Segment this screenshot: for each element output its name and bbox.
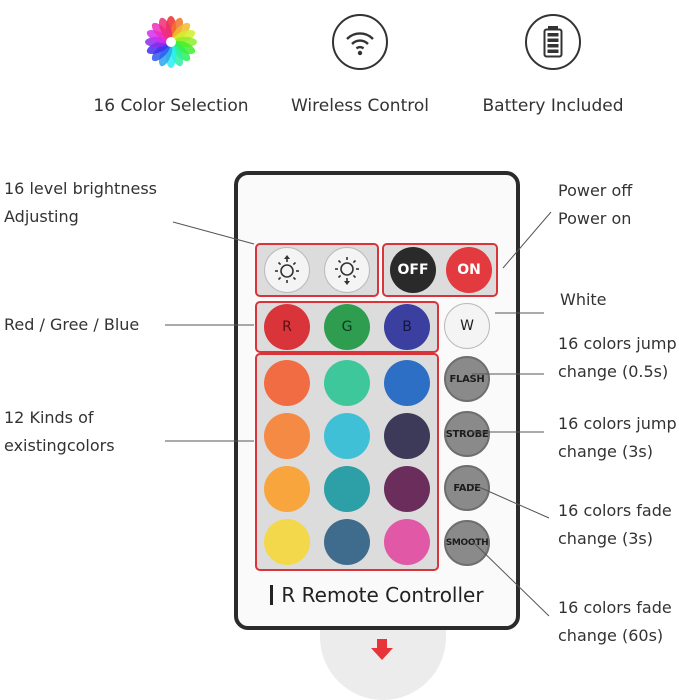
blue-button[interactable]: B xyxy=(384,304,430,350)
color-button[interactable] xyxy=(264,466,310,512)
color-button[interactable] xyxy=(384,413,430,459)
feature-label: Battery Included xyxy=(482,96,624,116)
callout-rgb: Red / Gree / Blue xyxy=(4,315,140,334)
strobe-button[interactable]: STROBE xyxy=(444,411,490,457)
color-button[interactable] xyxy=(384,519,430,565)
fade-button[interactable]: FADE xyxy=(444,465,490,511)
brightness-up-icon xyxy=(275,255,299,283)
callout-brightness: 16 level brightness Adjusting xyxy=(4,179,157,226)
remote-brand-label: R Remote Controller xyxy=(238,583,516,607)
callout-smooth: 16 colors fade change (60s) xyxy=(558,598,672,645)
green-button[interactable]: G xyxy=(324,304,370,350)
brightness-up-button[interactable] xyxy=(264,247,310,293)
callout-color-kinds: 12 Kinds of existingcolors xyxy=(4,408,115,455)
color-button[interactable] xyxy=(264,519,310,565)
brightness-down-button[interactable] xyxy=(324,247,370,293)
color-button[interactable] xyxy=(324,413,370,459)
callout-fade: 16 colors fade change (3s) xyxy=(558,501,672,548)
power-group: OFF ON xyxy=(382,243,498,297)
callout-flash: 16 colors jump change (0.5s) xyxy=(558,334,677,381)
color-button[interactable] xyxy=(264,360,310,406)
color-wheel-icon xyxy=(143,14,199,70)
brand-bar xyxy=(270,585,274,605)
callout-power: Power off Power on xyxy=(558,181,633,228)
color-button[interactable] xyxy=(324,360,370,406)
ir-remote: OFF ON R G B W FLASH STROBE FADE SMOOTH … xyxy=(234,171,520,630)
white-button[interactable]: W xyxy=(444,303,490,349)
brightness-group xyxy=(255,243,379,297)
power-on-button[interactable]: ON xyxy=(446,247,492,293)
red-button[interactable]: R xyxy=(264,304,310,350)
flash-button[interactable]: FLASH xyxy=(444,356,490,402)
wireless-icon xyxy=(332,14,388,70)
feature-wireless-control: Wireless Control xyxy=(275,14,445,116)
color-button[interactable] xyxy=(324,519,370,565)
feature-battery-included: Battery Included xyxy=(468,14,638,116)
callout-white: White xyxy=(560,290,607,309)
feature-color-selection: 16 Color Selection xyxy=(86,14,256,116)
smooth-button[interactable]: SMOOTH xyxy=(444,520,490,566)
color-button[interactable] xyxy=(384,466,430,512)
feature-label: Wireless Control xyxy=(291,96,429,116)
color-button[interactable] xyxy=(264,413,310,459)
battery-icon xyxy=(525,14,581,70)
callout-strobe: 16 colors jump change (3s) xyxy=(558,414,677,461)
remote-bottom-tab xyxy=(320,630,446,700)
color-button[interactable] xyxy=(324,466,370,512)
feature-label: 16 Color Selection xyxy=(93,96,249,116)
power-off-button[interactable]: OFF xyxy=(390,247,436,293)
color-grid-group xyxy=(255,353,439,571)
rgb-group: R G B xyxy=(255,301,439,353)
color-button[interactable] xyxy=(384,360,430,406)
down-arrow-icon xyxy=(371,639,393,660)
brightness-down-icon xyxy=(335,257,359,285)
